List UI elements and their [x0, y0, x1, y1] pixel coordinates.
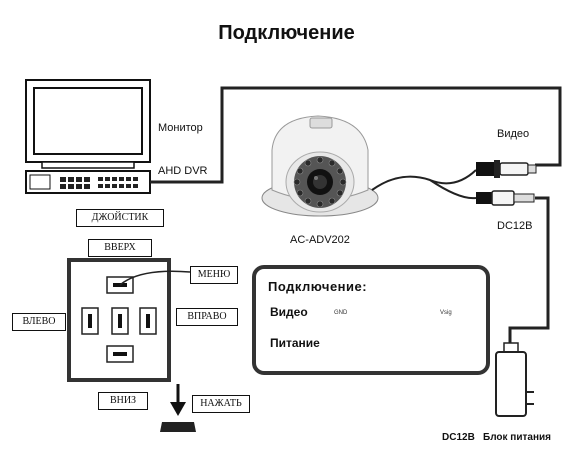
- connection-panel: [252, 265, 490, 375]
- psu-voltage-label: DC12B: [442, 432, 475, 443]
- gnd-label: GND: [334, 310, 348, 316]
- dvr-label: AHD DVR: [158, 165, 208, 177]
- vsig-label: Vsig: [440, 310, 452, 316]
- joystick-press-label: НАЖАТЬ: [192, 395, 250, 413]
- monitor-icon: [25, 79, 151, 169]
- video-row-label: Видео: [270, 305, 308, 319]
- joystick-up-label: ВВЕРХ: [88, 239, 152, 257]
- power-supply-icon: [495, 342, 534, 417]
- power-row-label: Питание: [270, 336, 320, 350]
- bnc-connector-icon: [476, 160, 537, 178]
- joystick-right-label: ВПРАВО: [176, 308, 238, 326]
- monitor-label: Монитор: [158, 122, 203, 134]
- joystick-left-label: ВЛЕВО: [12, 313, 66, 331]
- press-arrow-icon: [160, 384, 196, 432]
- dvr-icon: [25, 170, 151, 194]
- video-label: Видео: [497, 128, 530, 140]
- camera-icon: [261, 115, 379, 217]
- power-label: DC12B: [497, 220, 533, 232]
- psu-label: Блок питания: [483, 432, 551, 443]
- joystick-title: ДЖОЙСТИК: [76, 209, 164, 227]
- joystick-down-label: ВНИЗ: [98, 392, 148, 410]
- connection-panel-title: Подключение:: [268, 279, 368, 294]
- joystick-menu-label: МЕНЮ: [190, 266, 238, 284]
- camera-model-label: AC-ADV202: [290, 234, 350, 246]
- dc-connector-icon: [476, 190, 535, 206]
- page-title: Подключение: [218, 22, 355, 44]
- joystick-icon: [67, 258, 191, 382]
